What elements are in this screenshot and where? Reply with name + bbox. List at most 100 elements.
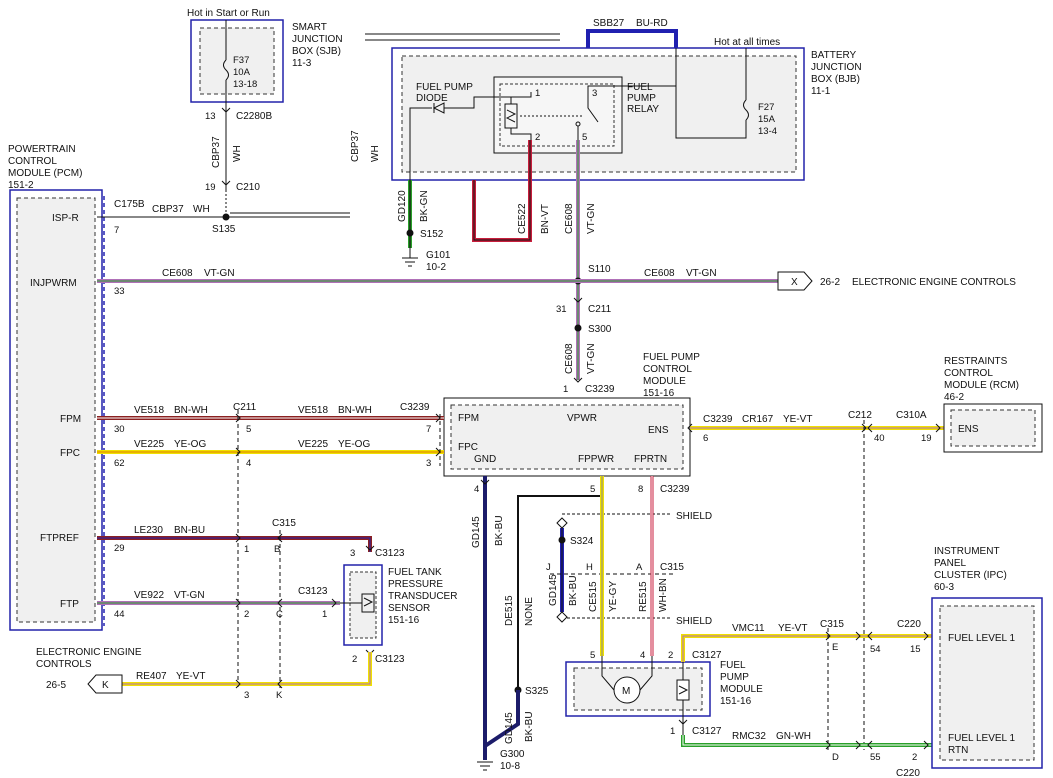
g300-id: G300: [500, 749, 525, 760]
c310a-pin-19: 19: [921, 433, 932, 444]
c212-label: C212: [848, 410, 872, 421]
k-connector-icon: [87, 674, 123, 694]
fpcm-name-1: FUEL PUMP: [643, 352, 700, 363]
relay-name-1: FUEL: [627, 82, 653, 93]
ce522-color: BN-VT: [540, 204, 551, 234]
ce608-left-color: VT-GN: [204, 268, 235, 279]
fpcm-pin-ens: ENS: [648, 425, 669, 436]
c220-top-label: C220: [897, 619, 921, 630]
c220-pin-2: 2: [912, 752, 917, 763]
s135-splice: [222, 213, 230, 221]
shield-top-diamond-icon: [556, 517, 568, 529]
cbp37-h-circuit: CBP37: [152, 204, 184, 215]
ftpt-inner: [349, 571, 377, 639]
relay-pin3-feed: [587, 85, 676, 92]
ftpt-sensor-zigzag: [363, 597, 374, 607]
ce608-v2-circuit: CE608: [564, 343, 575, 374]
bjb-name-3: BOX (BJB): [811, 74, 860, 85]
c315-pin-b: B: [274, 544, 280, 555]
c310a-label: C310A: [896, 410, 927, 421]
fpm-pin-2: 2: [668, 650, 673, 661]
s324-splice: [558, 536, 566, 544]
fpcm-name-2: CONTROL: [643, 364, 692, 375]
c3239-fpm-label: C3239: [400, 402, 430, 413]
c3127-pin-1: 1: [670, 726, 675, 737]
sbb27-circuit: SBB27: [593, 18, 625, 29]
re407-stripe: [122, 652, 371, 685]
shield-top-label: SHIELD: [676, 511, 712, 522]
rcm-ref: 46-2: [944, 392, 964, 403]
fpm-box: [565, 661, 711, 717]
bjb-box: [391, 47, 805, 181]
fpcm-pin-gnd: GND: [474, 454, 496, 465]
c315-pin-e: E: [832, 642, 838, 653]
ve518-color: BN-WH: [174, 405, 208, 416]
c3123-top-label: C3123: [375, 548, 405, 559]
f27-fuse-icon: [743, 99, 749, 121]
re407-connector-icons: [235, 679, 283, 689]
gd145c-circuit: GD145: [548, 574, 559, 606]
s324-label: S324: [570, 536, 594, 547]
fpm-pin-4: 4: [640, 650, 645, 661]
ve922-circuit: VE922: [134, 590, 164, 601]
g101-ground-icon: [402, 248, 418, 267]
ftpt-name-3: TRANSDUCER: [388, 591, 457, 602]
relay-pin-1: 1: [535, 88, 540, 99]
ipc-inner: [939, 605, 1035, 761]
c3239-pin-4: 4: [474, 484, 479, 495]
rmc32-connector-icons: [825, 740, 929, 750]
gd120-circuit: GD120: [397, 190, 408, 222]
c212-pin-55: 55: [870, 752, 881, 763]
c211-pin-4: 4: [246, 458, 251, 469]
c3239-pin-8: 8: [638, 484, 643, 495]
ce608-v-color: VT-GN: [586, 203, 597, 234]
f37-id: F37: [233, 55, 249, 66]
c2280b-connector-icon: [221, 107, 231, 113]
shield-bottom-label: SHIELD: [676, 616, 712, 627]
c3127-bottom-connector-icon: [678, 719, 688, 725]
c3239-pin-3: 3: [426, 458, 431, 469]
rcm-pin-ens: ENS: [958, 424, 979, 435]
fpcm-pin-fpc: FPC: [458, 442, 478, 453]
c315-pin-h: H: [586, 562, 593, 573]
sjb-name-1: SMART: [292, 22, 327, 33]
le230-stripe: [97, 537, 371, 552]
fpcm-name-3: MODULE: [643, 376, 686, 387]
vmc11-color: YE-VT: [778, 623, 807, 634]
x-eec-text: ELECTRONIC ENGINE CONTROLS: [852, 277, 1016, 288]
sjb-name-3: BOX (SJB): [292, 46, 341, 57]
pcm-pin-44: 44: [114, 609, 125, 620]
ce515-circuit: CE515: [588, 581, 599, 612]
c3123-pin-1: 1: [322, 609, 327, 620]
de515-wire: [517, 495, 604, 690]
k-label: K: [102, 680, 109, 691]
x-label: X: [791, 277, 798, 288]
ipc-pin-fuel-level-rtn-2: RTN: [948, 745, 968, 756]
relay-name-2: PUMP: [627, 93, 656, 104]
fpcm-pin-fppwr: FPPWR: [578, 454, 614, 465]
sjb-box: [190, 19, 284, 103]
ce522-wire-core: [473, 140, 531, 241]
sjb-inner: [199, 27, 275, 95]
k-ref: 26-5: [46, 680, 66, 691]
diode-name-2: DIODE: [416, 93, 448, 104]
c3239-top-pin: 1: [563, 384, 568, 395]
ve518-circuit: VE518: [134, 405, 164, 416]
ce608-v2-color: VT-GN: [586, 343, 597, 374]
pcm-name-1: POWERTRAIN: [8, 144, 76, 155]
f27-rating: 15A: [758, 114, 776, 125]
ftpt-ref: 151-16: [388, 615, 420, 626]
sbb27-wire: [586, 29, 678, 48]
rcm-name-2: CONTROL: [944, 368, 993, 379]
relay-coil-zigzag: [505, 109, 517, 123]
le230-color: BN-BU: [174, 525, 205, 536]
s152-label: S152: [420, 229, 444, 240]
c212-pin-54: 54: [870, 644, 881, 655]
c212-pin-40: 40: [874, 433, 885, 444]
bjb-name-2: JUNCTION: [811, 62, 862, 73]
ce608-right-circuit: CE608: [644, 268, 675, 279]
cr167-connector-icons: [687, 423, 941, 433]
s110-label: S110: [588, 264, 611, 275]
pcm-pin-62: 62: [114, 458, 125, 469]
